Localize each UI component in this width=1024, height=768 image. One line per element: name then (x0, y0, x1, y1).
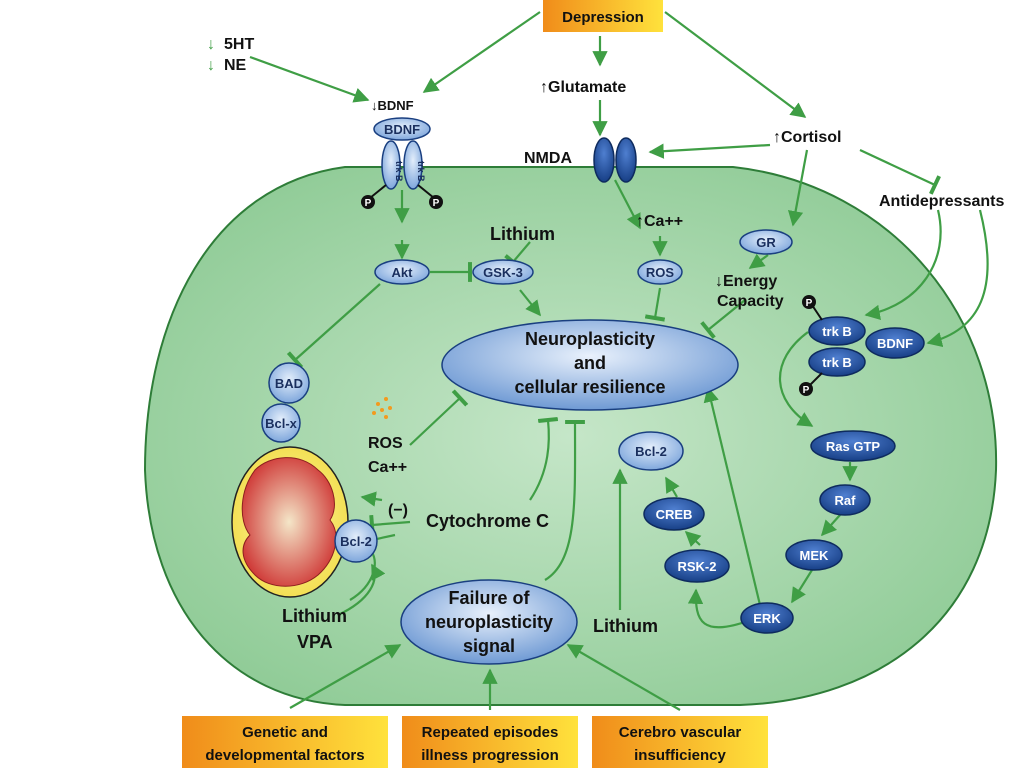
down-arrow-5ht: ↓ (207, 36, 215, 53)
svg-text:Akt: Akt (392, 265, 414, 280)
svg-text:Bcl-2: Bcl-2 (340, 534, 372, 549)
svg-text:ERK: ERK (753, 611, 781, 626)
svg-text:Ras GTP: Ras GTP (826, 439, 881, 454)
box-repeated: Repeated episodes illness progression (402, 716, 578, 768)
node-ros: ROS (637, 259, 683, 285)
phospho-trkb2: P (803, 385, 810, 396)
node-bdnf-right: BDNF (865, 327, 925, 359)
energy-label-1: ↓Energy (715, 273, 777, 290)
phospho-left: P (365, 198, 372, 209)
node-trkb-1: trk B (808, 316, 866, 346)
bdnf-receptor: BDNF trk B trk B P P (361, 117, 443, 209)
node-rsk2: RSK-2 (664, 549, 730, 583)
box-repeated-line1: Repeated episodes (422, 724, 559, 741)
node-creb: CREB (643, 497, 705, 531)
bdnf-decrease-label: ↓BDNF (371, 98, 414, 113)
box-repeated-line2: illness progression (421, 747, 559, 764)
failure-node: Failure of neuroplasticity signal (400, 579, 578, 665)
node-rasgtp: Ras GTP (810, 430, 896, 462)
svg-text:trk B: trk B (822, 324, 852, 339)
box-cerebro-line1: Cerebro vascular (619, 724, 742, 741)
svg-text:BAD: BAD (275, 376, 303, 391)
antidepressants-label: Antidepressants (879, 193, 1004, 210)
box-genetic-line1: Genetic and (242, 724, 328, 741)
svg-text:BDNF: BDNF (877, 336, 913, 351)
down-arrow-ne: ↓ (207, 57, 215, 74)
failure-line1: Failure of (448, 588, 530, 608)
box-cerebro-line2: insufficiency (634, 747, 726, 764)
neuroplasticity-line2: and (574, 353, 606, 373)
phospho-trkb1: P (806, 298, 813, 309)
neuroplasticity-node: Neuroplasticity and cellular resilience (441, 319, 739, 411)
node-gr: GR (739, 229, 793, 255)
svg-text:GR: GR (756, 235, 776, 250)
neuroplasticity-line1: Neuroplasticity (525, 329, 655, 349)
svg-text:Raf: Raf (835, 493, 857, 508)
ros-particles (372, 397, 392, 419)
lithium-vpa-line2: VPA (297, 632, 333, 652)
node-akt: Akt (374, 259, 430, 285)
energy-label-2: Capacity (717, 293, 784, 310)
node-erk: ERK (740, 602, 794, 634)
neurotransmitter-labels: ↓ 5HT ↓ NE (207, 36, 254, 74)
nmda-receptor (593, 137, 637, 183)
calcium-label: ↑Ca++ (636, 213, 683, 230)
failure-line3: signal (463, 636, 515, 656)
depression-label: Depression (562, 9, 644, 26)
ros-label: ROS (368, 435, 403, 452)
box-cerebro: Cerebro vascular insufficiency (592, 716, 768, 768)
bdnf-receptor-label: BDNF (384, 122, 420, 137)
box-genetic-line2: developmental factors (205, 747, 364, 764)
node-gsk3: GSK-3 (472, 259, 534, 285)
cytochrome-label: Cytochrome C (426, 511, 549, 531)
node-mek: MEK (785, 539, 843, 571)
svg-text:RSK-2: RSK-2 (677, 559, 716, 574)
svg-text:Bcl-2: Bcl-2 (635, 444, 667, 459)
ne-label: NE (224, 57, 247, 74)
svg-text:Bcl-x: Bcl-x (265, 416, 298, 431)
minus-label: (−) (388, 502, 408, 519)
depression-box: Depression (543, 0, 663, 32)
lithium-bottom-label: Lithium (593, 616, 658, 636)
node-trkb-2: trk B (808, 347, 866, 377)
box-genetic: Genetic and developmental factors (182, 716, 388, 768)
phospho-right: P (433, 198, 440, 209)
cell-membrane (143, 166, 998, 706)
ca-label: Ca++ (368, 459, 407, 476)
cortisol-label: ↑Cortisol (773, 129, 841, 146)
svg-text:ROS: ROS (646, 265, 675, 280)
glutamate-label: ↑Glutamate (540, 79, 626, 96)
node-bclx: Bcl-x (261, 403, 301, 443)
trkb-right-label: trk B (416, 161, 426, 182)
node-bad: BAD (268, 362, 310, 404)
nmda-label: NMDA (524, 150, 572, 167)
lithium-top-label: Lithium (490, 224, 555, 244)
node-raf: Raf (819, 484, 871, 516)
neuroplasticity-line3: cellular resilience (514, 377, 665, 397)
node-bcl2-left: Bcl-2 (334, 519, 378, 563)
trkb-left-label: trk B (394, 161, 404, 182)
svg-text:MEK: MEK (800, 548, 830, 563)
svg-text:GSK-3: GSK-3 (483, 265, 523, 280)
sht-label: 5HT (224, 36, 254, 53)
node-bcl2-mid: Bcl-2 (618, 431, 684, 471)
svg-text:trk B: trk B (822, 355, 852, 370)
failure-line2: neuroplasticity (425, 612, 553, 632)
lithium-vpa-line1: Lithium (282, 606, 347, 626)
mitochondrion (231, 446, 349, 598)
svg-text:CREB: CREB (656, 507, 693, 522)
